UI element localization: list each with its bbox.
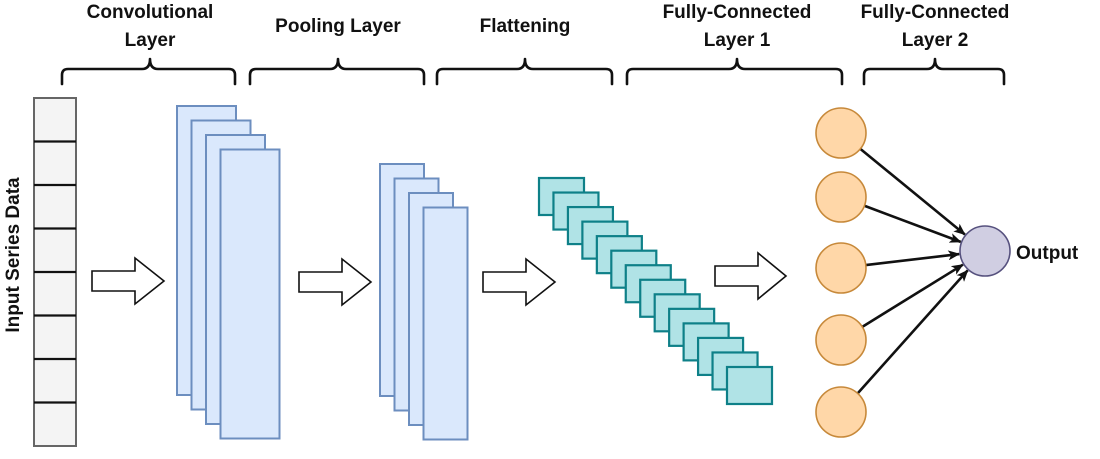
- stage-label-flatten: Flattening: [480, 16, 571, 37]
- output-neurons: [959, 225, 1011, 277]
- stage-label-fc2-line2: Layer 2: [902, 30, 969, 51]
- stage-label-fc1-line1: Fully-Connected: [663, 2, 812, 23]
- output-neuron: [959, 225, 1011, 277]
- pool-feature-maps: [379, 163, 469, 441]
- stage-label-fc1-line2: Layer 1: [704, 30, 771, 51]
- flatten-unit: [725, 365, 774, 406]
- stage-braces: [60, 57, 1006, 86]
- input-series: [33, 97, 77, 447]
- stage-label-pool: Pooling Layer: [275, 16, 401, 37]
- fc1-neuron: [815, 107, 867, 159]
- arrow-pool-to-flatten: [482, 257, 557, 307]
- connection-edge: [856, 269, 969, 395]
- connection-edge: [861, 263, 964, 328]
- fc1-neuron: [815, 242, 867, 294]
- conv-feature-map: [219, 148, 281, 440]
- conv-feature-maps: [176, 105, 281, 440]
- fc1-neuron: [815, 314, 867, 366]
- brace-flatten: [435, 57, 614, 86]
- input-series-label: Input Series Data: [3, 177, 24, 333]
- connection-edge: [865, 250, 961, 267]
- fc-connections: [856, 147, 969, 395]
- output-label: Output: [1016, 243, 1079, 264]
- arrow-input-to-conv: [91, 256, 166, 306]
- fc1-neuron: [815, 386, 867, 438]
- pool-feature-map: [422, 206, 469, 441]
- arrow-flatten-to-fc: [714, 251, 788, 301]
- brace-fc2: [862, 57, 1006, 86]
- arrow-conv-to-pool: [298, 257, 373, 307]
- flattened-units: [537, 176, 774, 406]
- stage-label-conv-line1: Convolutional: [87, 2, 214, 23]
- brace-pool: [248, 57, 426, 86]
- brace-conv: [60, 57, 237, 86]
- stage-labels: Convolutional Layer Pooling Layer Flatte…: [87, 2, 1010, 51]
- fc1-neurons: [815, 107, 867, 438]
- stage-label-conv-line2: Layer: [125, 30, 176, 51]
- brace-fc1: [625, 57, 844, 86]
- connection-edge: [863, 204, 962, 244]
- stage-label-fc2-line1: Fully-Connected: [861, 2, 1010, 23]
- flow-arrows: [91, 251, 788, 307]
- fc1-neuron: [815, 171, 867, 223]
- connection-edge: [859, 147, 966, 236]
